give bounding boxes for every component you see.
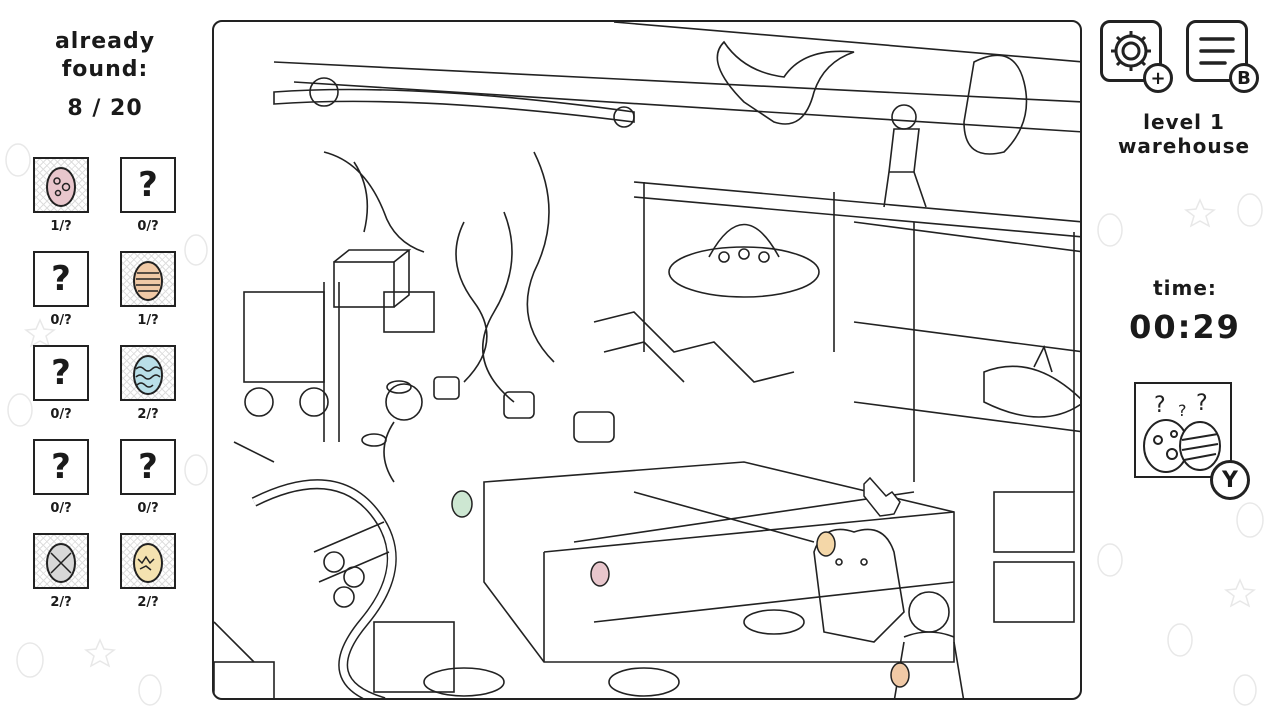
level-number: level 1 [1143, 110, 1225, 134]
hint-eggs-icon: ? ? ? [1143, 391, 1221, 473]
already-found-heading: already found: [54, 29, 156, 82]
warehouse-line-art [214, 22, 1080, 698]
gear-icon [1111, 31, 1151, 71]
egg-slot [120, 345, 176, 401]
egg-count: 2/? [137, 595, 159, 610]
hint-button[interactable]: ? ? ? Y [1134, 382, 1250, 500]
unknown-egg-placeholder: ? [51, 353, 71, 393]
settings-badge: + [1143, 63, 1173, 93]
found-counter: 8 / 20 [67, 96, 143, 121]
egg-slot [120, 533, 176, 589]
egg-count: 0/? [50, 407, 72, 422]
egg-icon [46, 167, 76, 207]
hidden-object-scene[interactable] [212, 20, 1082, 700]
timer-label: time: [1153, 276, 1217, 300]
unknown-egg-placeholder: ? [51, 447, 71, 487]
egg-slot [120, 251, 176, 307]
egg-slot [33, 157, 89, 213]
hint-question-3: ? [1196, 391, 1208, 416]
unknown-egg-placeholder: ? [138, 165, 158, 205]
egg-icon [46, 543, 76, 583]
egg-icon [133, 543, 163, 583]
egg-slot: ? [120, 439, 176, 495]
unknown-egg-placeholder: ? [51, 259, 71, 299]
egg-count: 0/? [137, 501, 159, 516]
list-badge: B [1229, 63, 1259, 93]
hint-question-1: ? [1154, 393, 1166, 418]
egg-count: 0/? [137, 219, 159, 234]
level-title: level 1 warehouse [1094, 110, 1274, 158]
level-name: warehouse [1117, 134, 1251, 158]
egg-slot: ? [33, 439, 89, 495]
unknown-egg-placeholder: ? [138, 447, 158, 487]
egg-count: 0/? [50, 313, 72, 328]
egg-icon [133, 261, 163, 301]
egg-count: 1/? [137, 313, 159, 328]
settings-button[interactable]: + [1100, 20, 1173, 93]
egg-count: 2/? [50, 595, 72, 610]
egg-slot: ? [33, 251, 89, 307]
hint-badge: Y [1210, 460, 1250, 500]
timer-value: 00:29 [1129, 308, 1241, 346]
egg-count: 2/? [137, 407, 159, 422]
egg-slot [33, 533, 89, 589]
list-button[interactable]: B [1186, 20, 1259, 93]
hint-question-2: ? [1178, 401, 1187, 420]
egg-icon [133, 355, 163, 395]
egg-count: 1/? [50, 219, 72, 234]
list-icon [1199, 37, 1235, 65]
egg-count: 0/? [50, 501, 72, 516]
egg-slot: ? [120, 157, 176, 213]
egg-slot: ? [33, 345, 89, 401]
